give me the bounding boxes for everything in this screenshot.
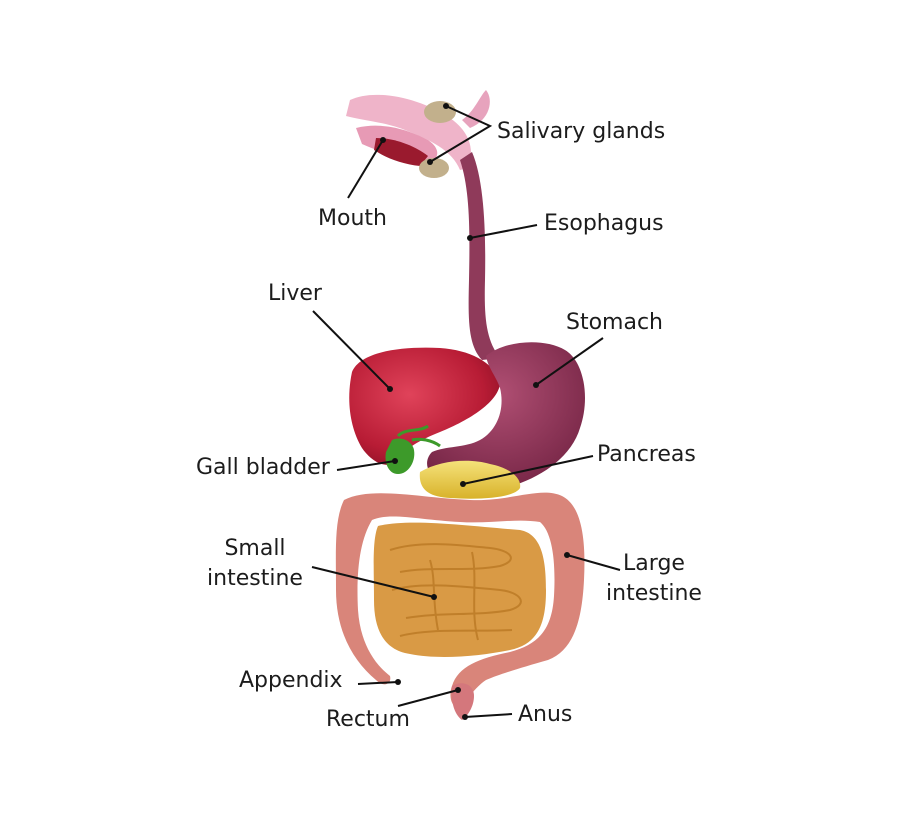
small-intestine-illustration [373, 522, 546, 657]
pancreas-illustration [419, 460, 521, 499]
label-gall-bladder: Gall bladder [196, 455, 330, 480]
label-salivary-glands: Salivary glands [497, 119, 666, 144]
rectum-illustration [451, 683, 474, 720]
leader-lines [311, 103, 621, 720]
gall-bladder-illustration [385, 424, 441, 474]
label-large-intestine: Large intestine [604, 549, 704, 609]
label-small-intestine-line1: Small [224, 536, 286, 561]
label-esophagus: Esophagus [544, 211, 664, 236]
label-large-intestine-line2: intestine [606, 581, 702, 606]
label-large-intestine-line1: Large [623, 551, 685, 576]
label-anus: Anus [518, 702, 573, 727]
label-rectum: Rectum [326, 707, 410, 732]
label-liver: Liver [268, 281, 322, 306]
label-mouth: Mouth [318, 206, 387, 231]
label-small-intestine-line2: intestine [207, 566, 303, 591]
label-small-intestine: Small intestine [205, 534, 305, 594]
liver-illustration [349, 347, 501, 465]
large-intestine-illustration [335, 492, 585, 707]
label-stomach: Stomach [566, 310, 664, 335]
label-pancreas: Pancreas [597, 442, 696, 467]
small-intestine-coils [389, 543, 522, 641]
esophagus-illustration [460, 152, 500, 360]
label-appendix: Appendix [239, 668, 343, 693]
